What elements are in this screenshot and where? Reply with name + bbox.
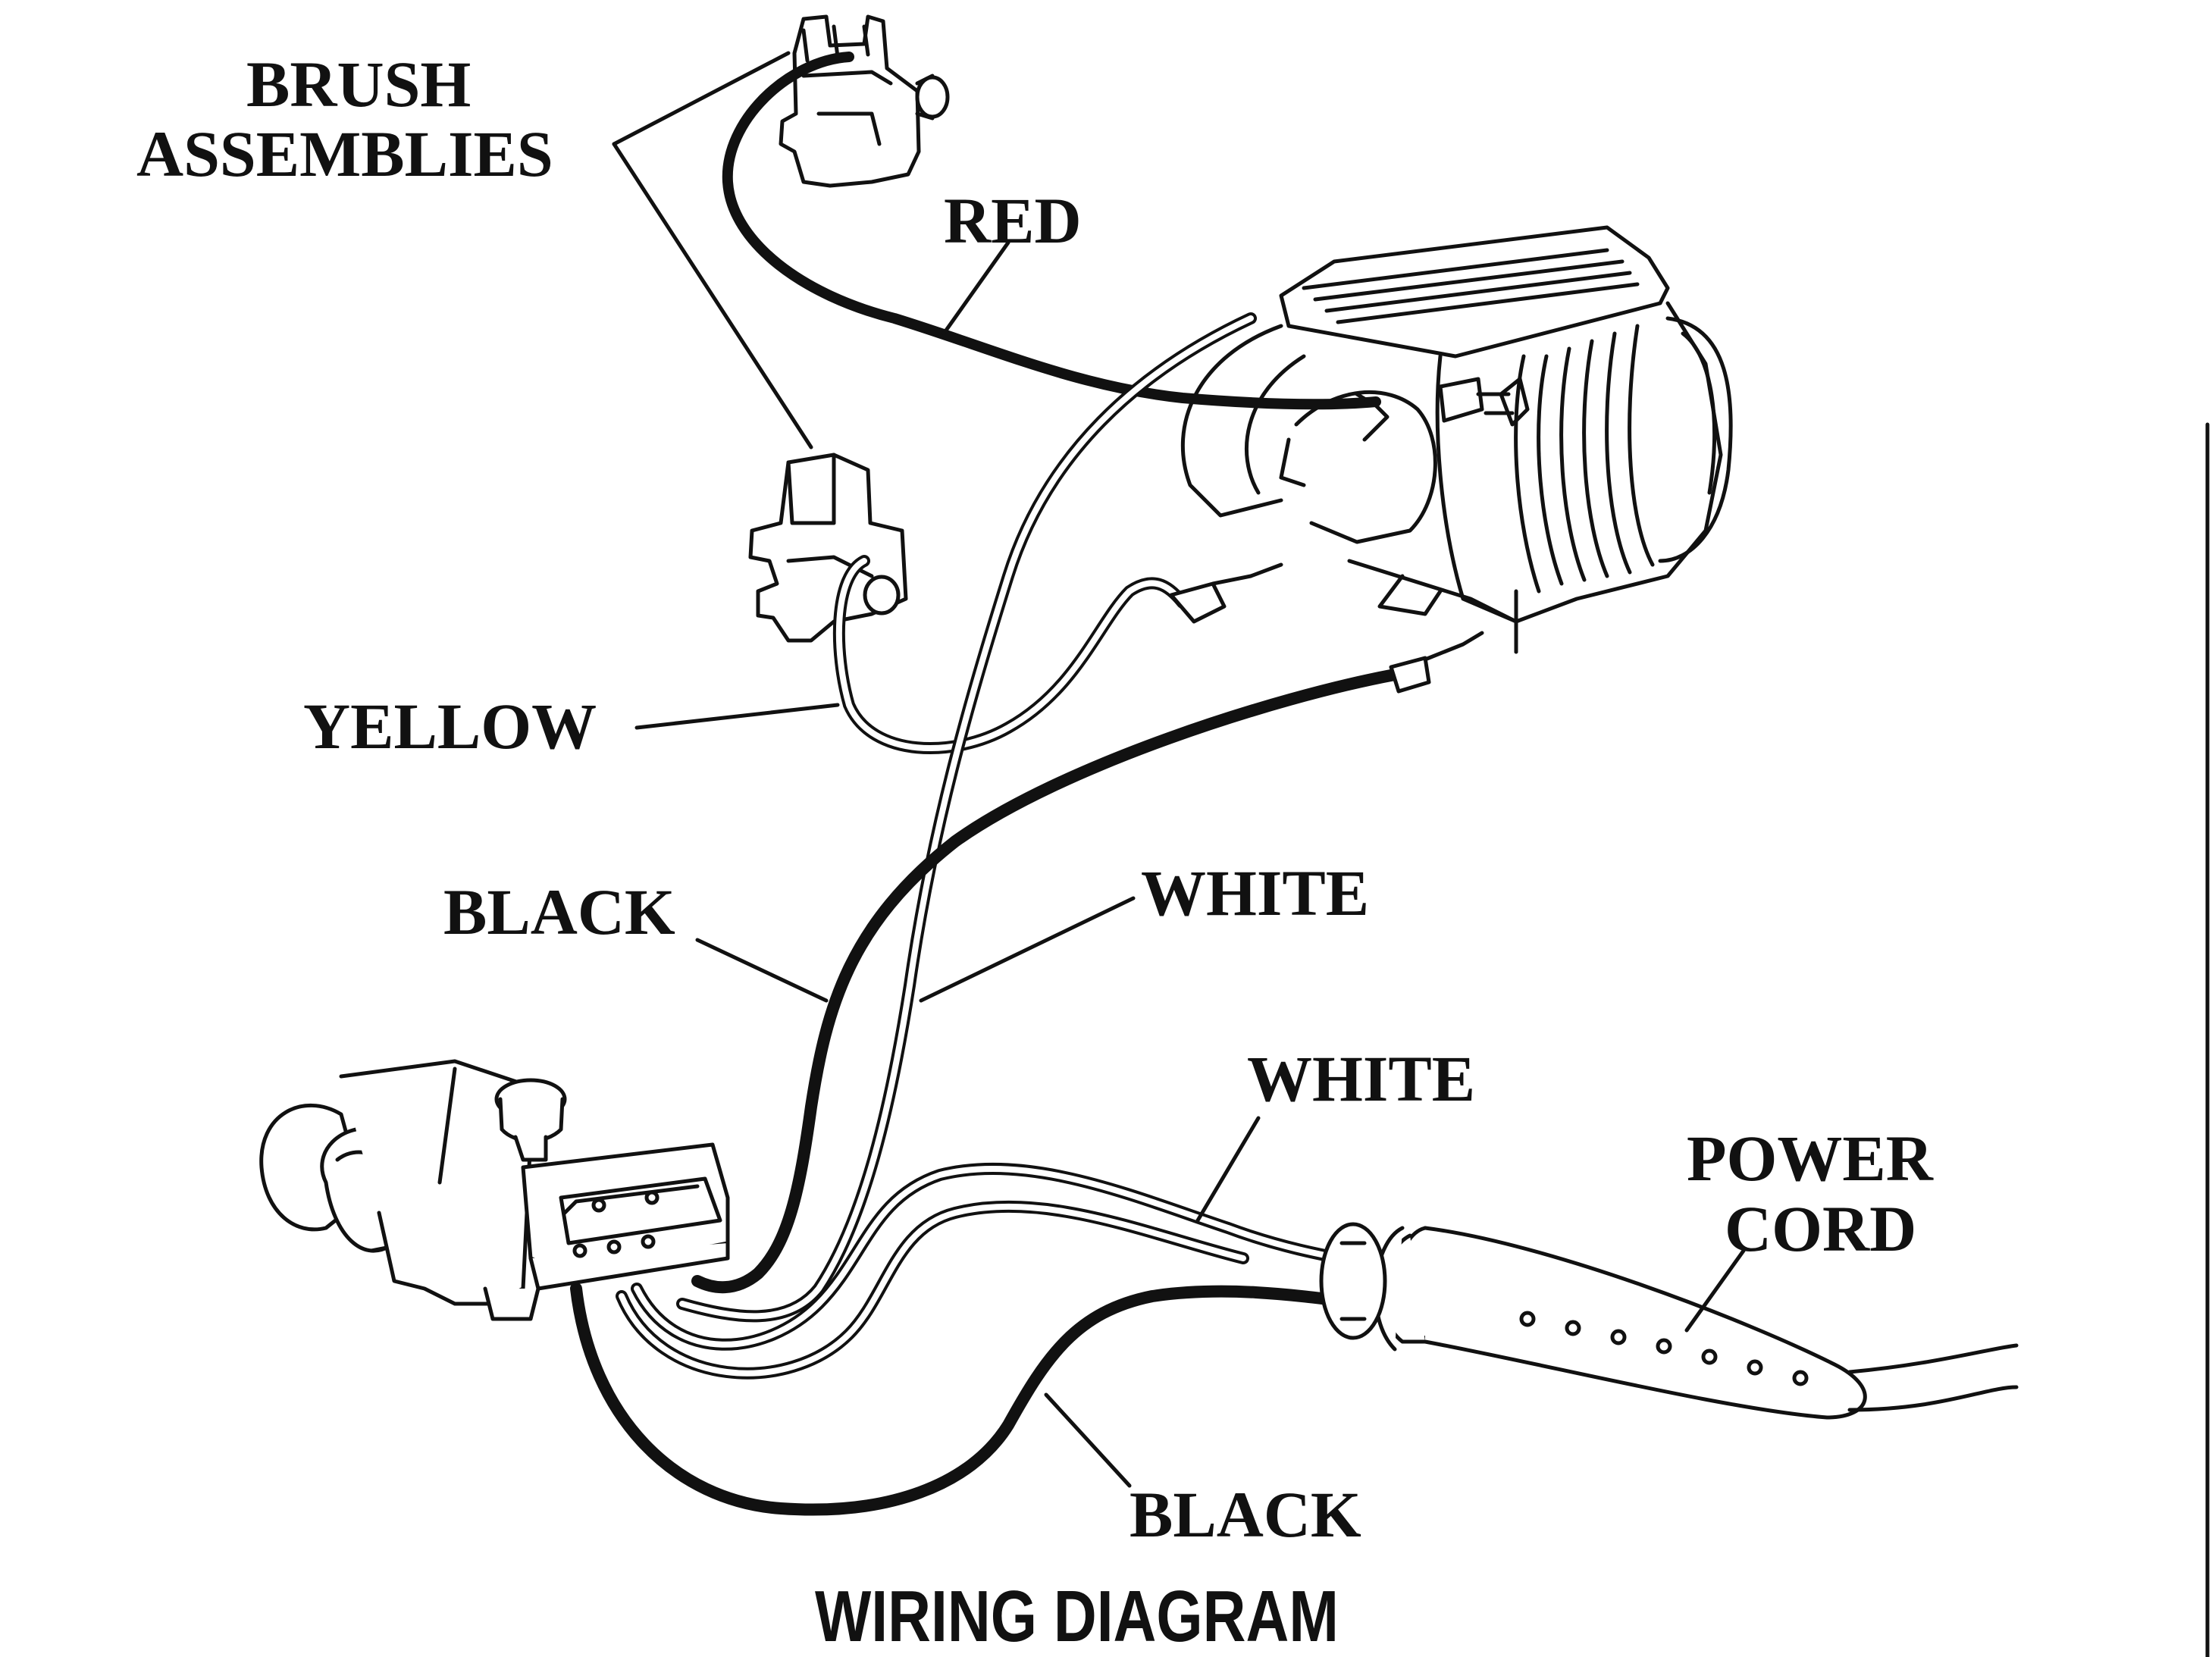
label-power-line1: POWER [1687,1122,1933,1195]
leader-white-lower [1195,1116,1261,1223]
white-wire-upper [676,312,1257,1323]
label-power-line2: CORD [1725,1192,1917,1265]
leader-lines [612,51,1746,1488]
leader-power-cord [1684,1248,1746,1333]
label-yellow: YELLOW [303,690,597,763]
label-red: RED [944,184,1082,257]
leader-yellow [634,703,840,730]
power-cord [1319,1222,2019,1420]
label-brush-line1: BRUSH [246,48,472,121]
label-white-lower: WHITE [1247,1042,1476,1115]
label-black-upper: BLACK [443,875,675,948]
trigger-switch [259,1059,730,1321]
white-wire-lower [631,1162,1386,1351]
yellow-wire [832,555,1189,754]
yellow-wire-terminal [1169,562,1283,624]
black-wire-upper [691,669,1401,1294]
red-wire [722,52,1381,410]
red-wire-lead [1355,392,1390,442]
label-white-upper: WHITE [1141,857,1370,929]
black-wire-upper-terminal [1389,631,1484,694]
leader-black-upper [695,938,829,1003]
motor-field-assembly [1180,225,1733,654]
leader-brush-upper [612,51,791,146]
leader-white-upper [919,896,1136,1003]
label-brush-line2: ASSEMBLIES [136,117,553,190]
white-wire-lower-2 [616,1200,1249,1380]
leader-red [942,240,1010,336]
leader-black-lower [1044,1392,1132,1488]
black-wire-lower [570,1283,1371,1516]
diagram-title: WIRING DIAGRAM [815,1576,1339,1657]
brush-assembly-lower [748,453,908,643]
leader-brush-lower [612,142,813,449]
brush-assembly-upper [779,14,950,188]
label-black-lower: BLACK [1129,1478,1361,1551]
